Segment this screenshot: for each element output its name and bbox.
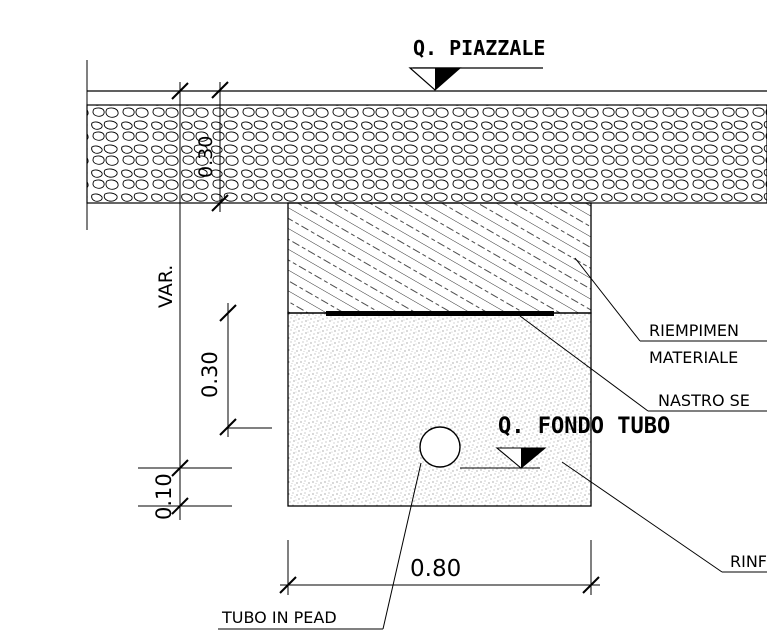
pipe-circle	[419, 426, 461, 468]
leader-nastro: NASTRO SE	[519, 315, 767, 412]
dimension-bedding: 0.10	[138, 459, 232, 520]
label-rinfianco: RINF	[730, 552, 767, 571]
dimension-trench-width: 0.80	[279, 540, 600, 595]
leader-tubo: TUBO IN PEAD	[218, 462, 422, 630]
gravel-layer	[86, 60, 767, 230]
level-piazzale-label: Q. PIAZZALE	[413, 36, 545, 60]
dimension-variable-label: VAR.	[155, 265, 177, 308]
trench-backfill	[287, 202, 592, 314]
label-riempimento-line2: MATERIALE	[649, 348, 738, 367]
dimension-tape-height-label: 0.30	[198, 351, 222, 398]
label-nastro: NASTRO SE	[658, 391, 750, 410]
dimension-top-layer: 0.30	[195, 81, 240, 212]
label-tubo: TUBO IN PEAD	[221, 608, 337, 627]
dimension-variable: VAR.	[155, 82, 189, 520]
dimension-trench-width-label: 0.80	[410, 556, 461, 582]
label-riempimento-line1: RIEMPIMEN	[649, 321, 739, 340]
leader-rinfianco: RINF	[561, 461, 767, 573]
dimension-tape-height: 0.30	[198, 303, 272, 437]
trench-bedding	[287, 312, 592, 507]
dimension-top-layer-label: 0.30	[195, 136, 217, 178]
level-marker-piazzale: Q. PIAZZALE	[408, 36, 545, 91]
dimension-bedding-label: 0.10	[152, 473, 176, 520]
leader-riempimento: RIEMPIMEN MATERIALE	[574, 257, 767, 367]
level-fondo-tubo-label: Q. FONDO TUBO	[498, 414, 670, 439]
warning-tape	[326, 311, 554, 316]
level-marker-fondo-tubo: Q. FONDO TUBO	[460, 414, 670, 469]
